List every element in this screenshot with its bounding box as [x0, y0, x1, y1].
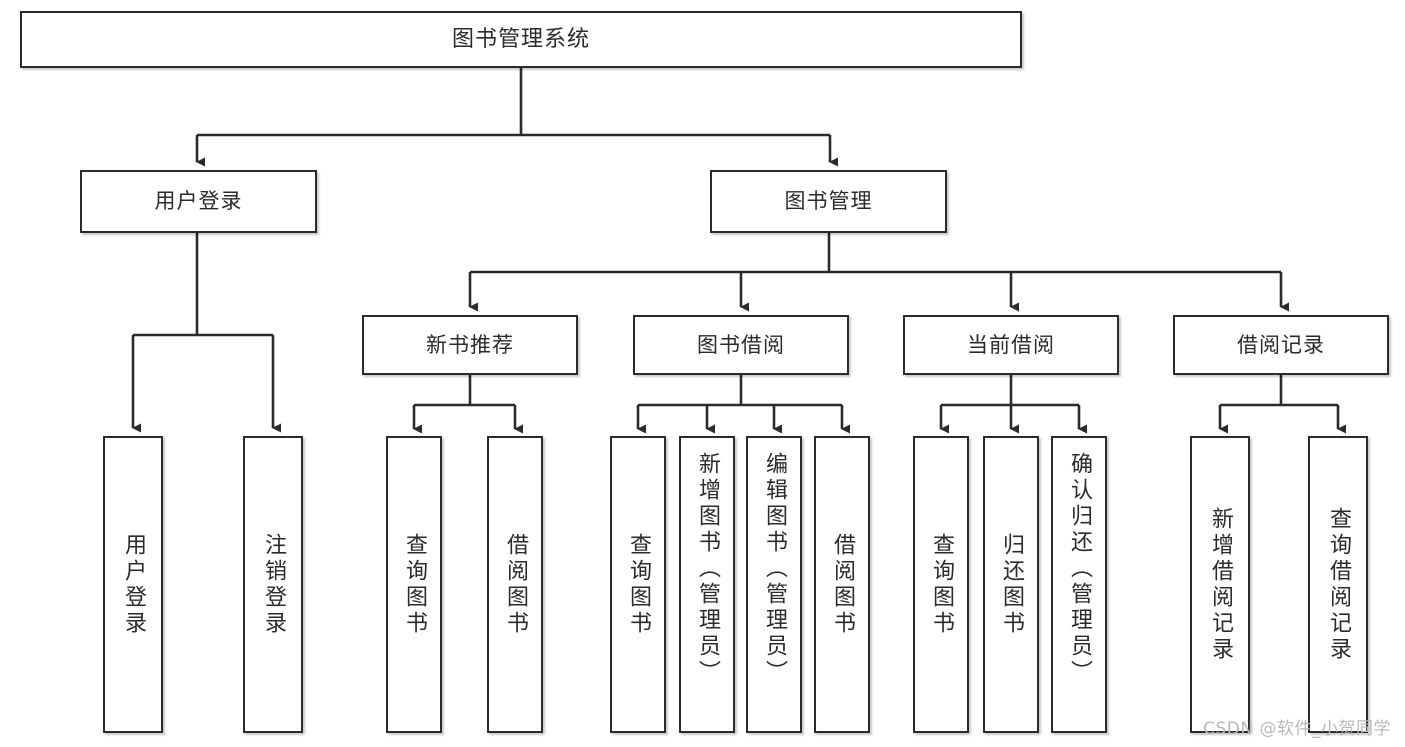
node-book-management-label: 图书管理: [784, 189, 873, 214]
leaf-user-login-label: 用户登录: [121, 532, 146, 637]
leaf-confirm-return-admin[interactable]: 确认归还（管理员）: [1051, 436, 1107, 733]
node-root[interactable]: 图书管理系统: [20, 11, 1022, 68]
node-user-login[interactable]: 用户登录: [80, 170, 317, 233]
leaf-add-book-admin[interactable]: 新增图书（管理员）: [679, 436, 735, 733]
leaf-query-borrow-record-label: 查询借阅记录: [1326, 506, 1351, 663]
node-borrow-record-label: 借阅记录: [1237, 332, 1325, 357]
leaf-edit-book-admin[interactable]: 编辑图书（管理员）: [746, 436, 802, 733]
node-current-borrow[interactable]: 当前借阅: [903, 315, 1119, 375]
leaf-query-book-recommend[interactable]: 查询图书: [386, 436, 442, 733]
leaf-edit-book-admin-label: 编辑图书（管理员）: [762, 452, 787, 686]
leaf-add-book-admin-label: 新增图书（管理员）: [695, 452, 720, 686]
leaf-logout-label: 注销登录: [261, 532, 286, 637]
node-new-book-recommend[interactable]: 新书推荐: [362, 315, 578, 375]
node-new-book-recommend-label: 新书推荐: [426, 332, 514, 357]
leaf-logout[interactable]: 注销登录: [243, 436, 303, 733]
leaf-return-book-label: 归还图书: [999, 532, 1024, 637]
leaf-user-login[interactable]: 用户登录: [103, 436, 163, 733]
leaf-query-book[interactable]: 查询图书: [610, 436, 666, 733]
leaf-confirm-return-admin-label: 确认归还（管理员）: [1067, 452, 1092, 686]
leaf-query-book-label: 查询图书: [626, 532, 651, 637]
node-book-borrow-label: 图书借阅: [697, 332, 785, 357]
leaf-query-book-current-label: 查询图书: [929, 532, 954, 637]
leaf-borrow-book-label: 借阅图书: [830, 532, 855, 637]
node-borrow-record[interactable]: 借阅记录: [1173, 315, 1389, 375]
leaf-query-borrow-record[interactable]: 查询借阅记录: [1308, 436, 1368, 733]
leaf-query-book-current[interactable]: 查询图书: [913, 436, 969, 733]
leaf-borrow-book-recommend-label: 借阅图书: [503, 532, 528, 637]
node-book-borrow[interactable]: 图书借阅: [633, 315, 849, 375]
leaf-add-borrow-record-label: 新增借阅记录: [1208, 506, 1233, 663]
leaf-query-book-recommend-label: 查询图书: [402, 532, 427, 637]
leaf-add-borrow-record[interactable]: 新增借阅记录: [1190, 436, 1250, 733]
node-user-login-label: 用户登录: [154, 189, 243, 214]
leaf-return-book[interactable]: 归还图书: [983, 436, 1039, 733]
watermark: CSDN @软件_小贺同学: [1203, 719, 1391, 739]
node-book-management[interactable]: 图书管理: [710, 170, 947, 233]
node-current-borrow-label: 当前借阅: [967, 332, 1055, 357]
leaf-borrow-book-recommend[interactable]: 借阅图书: [487, 436, 543, 733]
leaf-borrow-book[interactable]: 借阅图书: [814, 436, 870, 733]
node-root-label: 图书管理系统: [451, 26, 590, 52]
